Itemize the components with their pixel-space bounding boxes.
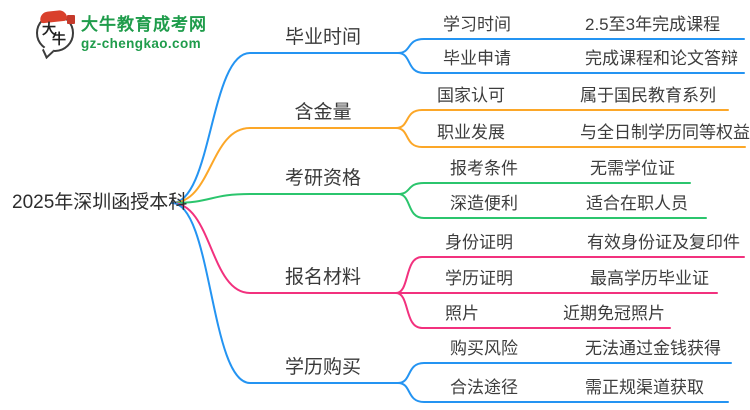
leaf-study-time-value: 2.5至3年完成课程 [585, 15, 721, 34]
subtopic-photo: 照片 [445, 304, 479, 323]
branch-label-postgrad-eligibility: 考研资格 [284, 168, 361, 189]
subtopic-purchase-risk: 购买风险 [450, 339, 518, 358]
leaf-graduation-apply-value: 完成课程和论文答辩 [585, 49, 738, 68]
subtopic-identity-proof: 身份证明 [445, 233, 513, 252]
logo-char-2: 牛 [52, 33, 66, 48]
branch-label-graduation-time: 毕业时间 [284, 27, 361, 48]
brand-domain: gz-chengkao.com [81, 35, 202, 51]
leaf-identity-proof-value: 有效身份证及复印件 [587, 233, 740, 252]
branch-label-value: 含金量 [294, 102, 352, 123]
branch-label-enrollment-materials: 报名材料 [284, 267, 361, 288]
subtopic-education-proof: 学历证明 [445, 269, 513, 288]
leaf-legal-channel-value: 需正规渠道获取 [585, 378, 704, 397]
subline-further-study [397, 193, 707, 219]
subtopic-graduation-apply: 毕业申请 [443, 49, 511, 68]
brand-text: 大牛教育成考网 gz-chengkao.com [81, 15, 207, 52]
subline-graduation-apply [397, 52, 745, 74]
subline-purchase-risk [397, 362, 732, 384]
leaf-education-proof-value: 最高学历毕业证 [590, 269, 709, 288]
subline-identity-proof [395, 256, 745, 294]
subline-national-recognition [395, 109, 729, 129]
subtopic-apply-conditions: 报考条件 [450, 159, 518, 178]
site-logo[interactable]: 大 牛 大牛教育成考网 gz-chengkao.com [36, 9, 207, 60]
branch-label-degree-purchase: 学历购买 [284, 357, 361, 378]
branch-line-enrollment-materials [171, 202, 397, 294]
branch-line-value [171, 127, 397, 204]
leaf-purchase-risk-value: 无法通过金钱获得 [585, 339, 721, 358]
logo-char-1: 大 [42, 23, 56, 38]
subtopic-national-recognition: 国家认可 [437, 86, 505, 105]
logo-red-seal-icon [67, 15, 75, 24]
subtopic-career-development: 职业发展 [437, 123, 505, 142]
branch-line-graduation-time [171, 52, 399, 204]
branch-line-degree-purchase [171, 202, 399, 384]
subline-apply-conditions [397, 182, 691, 195]
subline-photo [395, 292, 671, 329]
branch-line-postgrad-eligibility [171, 193, 399, 204]
subtopic-study-time: 学习时间 [443, 15, 511, 34]
subtopic-further-study: 深造便利 [450, 194, 518, 213]
brand-name: 大牛教育成考网 [81, 14, 207, 34]
leaf-national-recognition-value: 属于国民教育系列 [580, 86, 716, 105]
subline-legal-channel [397, 382, 729, 403]
central-topic: 2025年深圳函授本科 [12, 192, 188, 213]
leaf-apply-conditions-value: 无需学位证 [590, 159, 675, 178]
leaf-career-development-value: 与全日制学历同等权益 [580, 123, 750, 142]
subline-study-time [397, 38, 745, 54]
subline-career-development [395, 127, 746, 148]
leaf-further-study-value: 适合在职人员 [586, 194, 688, 213]
logo-bubble-icon: 大 牛 [36, 9, 75, 60]
leaf-photo-value: 近期免冠照片 [563, 304, 665, 323]
subtopic-legal-channel: 合法途径 [450, 378, 518, 397]
